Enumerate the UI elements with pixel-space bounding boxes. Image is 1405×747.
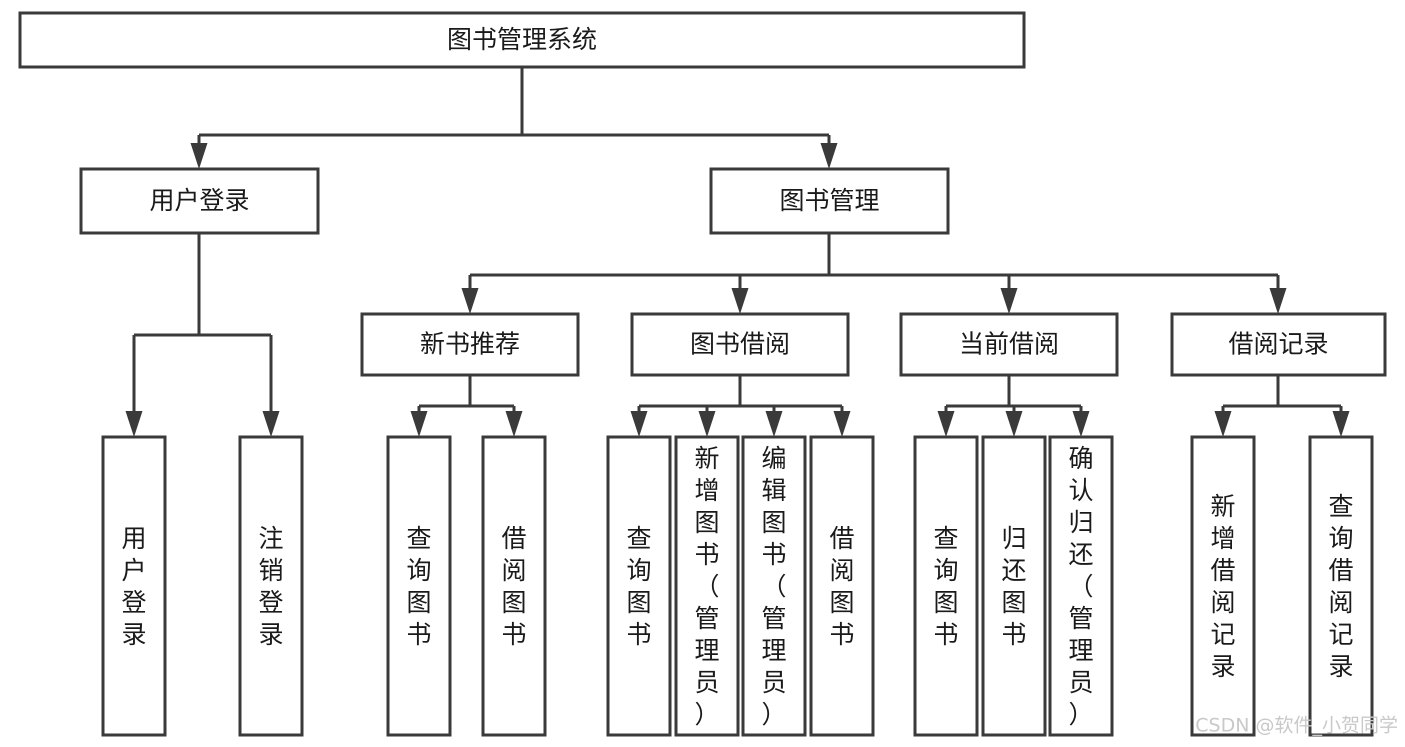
connector-borrow-to-leaves	[630, 375, 851, 437]
node-leaf-borrow-book[interactable]: 借阅图书	[809, 435, 875, 737]
connector-arrowhead	[698, 411, 716, 437]
node-box[interactable]	[1048, 435, 1114, 737]
connector-arrowhead	[1000, 288, 1018, 314]
node-label: 图书借阅	[690, 330, 790, 359]
node-box[interactable]	[101, 435, 167, 737]
node-book-manage[interactable]: 图书管理	[709, 167, 950, 235]
node-root[interactable]: 图书管理系统	[18, 11, 1026, 69]
node-box[interactable]	[606, 435, 672, 737]
node-label: 借阅图书	[829, 524, 854, 649]
node-label: 新增图书（管理员）	[694, 444, 719, 729]
node-label: 图书管理	[779, 186, 879, 215]
node-box[interactable]	[809, 435, 875, 737]
node-box[interactable]	[79, 167, 320, 235]
node-box[interactable]	[674, 435, 740, 737]
node-leaf-add-borrow-record[interactable]: 新增借阅记录	[1190, 435, 1256, 737]
node-label: 用户登录	[149, 186, 249, 215]
connector-root-to-level2	[190, 67, 838, 169]
node-leaf-return-book[interactable]: 归还图书	[981, 435, 1047, 737]
connector-arrowhead	[820, 143, 838, 169]
node-book-borrow[interactable]: 图书借阅	[630, 312, 850, 377]
node-box[interactable]	[386, 435, 452, 737]
connector-user-login-to-leaves	[125, 233, 280, 437]
node-box[interactable]	[481, 435, 547, 737]
node-box[interactable]	[360, 312, 580, 377]
connector-arrowhead	[1214, 411, 1232, 437]
node-label: 借阅图书	[501, 524, 526, 649]
connector-arrowhead	[505, 411, 523, 437]
connector-book-manage-to-level3	[461, 233, 1287, 314]
connector-arrowhead	[410, 411, 428, 437]
node-leaf-query-book-recommend[interactable]: 查询图书	[386, 435, 452, 737]
node-box[interactable]	[709, 167, 950, 235]
connector-arrowhead	[190, 143, 208, 169]
node-layer: 图书管理系统用户登录图书管理新书推荐图书借阅当前借阅借阅记录用户登录注销登录查询…	[18, 11, 1387, 737]
connector-arrowhead	[833, 411, 851, 437]
node-label: 当前借阅	[959, 330, 1059, 359]
connector-arrowhead	[125, 411, 143, 437]
node-label: 查询借阅记录	[1328, 492, 1353, 681]
node-current-borrow[interactable]: 当前借阅	[899, 312, 1119, 377]
node-label: 新增借阅记录	[1210, 492, 1235, 681]
node-label: 查询图书	[933, 524, 958, 649]
connector-layer	[125, 67, 1350, 437]
node-label: 确认归还（管理员）	[1068, 444, 1093, 729]
node-box[interactable]	[1308, 435, 1374, 737]
connector-arrowhead	[731, 288, 749, 314]
node-leaf-user-logout[interactable]: 注销登录	[238, 435, 304, 737]
node-label: 编辑图书（管理员）	[761, 444, 786, 729]
node-new-book-recommend[interactable]: 新书推荐	[360, 312, 580, 377]
node-box[interactable]	[238, 435, 304, 737]
connector-arrowhead	[262, 411, 280, 437]
node-box[interactable]	[1190, 435, 1256, 737]
node-box[interactable]	[1170, 312, 1387, 377]
node-label: 归还图书	[1001, 524, 1026, 649]
connector-arrowhead	[1269, 288, 1287, 314]
connector-arrowhead	[937, 411, 955, 437]
node-borrow-record[interactable]: 借阅记录	[1170, 312, 1387, 377]
node-box[interactable]	[630, 312, 850, 377]
node-box[interactable]	[741, 435, 807, 737]
connector-arrowhead	[1005, 411, 1023, 437]
node-label: 图书管理系统	[447, 25, 597, 54]
node-label: 查询图书	[406, 524, 431, 649]
node-label: 查询图书	[626, 524, 651, 649]
node-leaf-add-book-admin[interactable]: 新增图书（管理员）	[674, 435, 740, 737]
node-leaf-user-login[interactable]: 用户登录	[101, 435, 167, 737]
node-leaf-borrow-book-recommend[interactable]: 借阅图书	[481, 435, 547, 737]
node-box[interactable]	[899, 312, 1119, 377]
node-leaf-query-borrow-record[interactable]: 查询借阅记录	[1308, 435, 1374, 737]
connector-record-to-leaves	[1214, 375, 1350, 437]
connector-current-to-leaves	[937, 375, 1090, 437]
node-label: 借阅记录	[1228, 330, 1328, 359]
node-box[interactable]	[913, 435, 979, 737]
connector-recommend-to-leaves	[410, 375, 523, 437]
node-box[interactable]	[981, 435, 1047, 737]
node-box[interactable]	[18, 11, 1026, 69]
connector-arrowhead	[1072, 411, 1090, 437]
node-user-login[interactable]: 用户登录	[79, 167, 320, 235]
node-leaf-query-book-borrow[interactable]: 查询图书	[606, 435, 672, 737]
node-leaf-confirm-return-admin[interactable]: 确认归还（管理员）	[1048, 435, 1114, 737]
connector-arrowhead	[461, 288, 479, 314]
node-leaf-edit-book-admin[interactable]: 编辑图书（管理员）	[741, 435, 807, 737]
connector-arrowhead	[630, 411, 648, 437]
connector-arrowhead	[765, 411, 783, 437]
node-label: 注销登录	[258, 524, 283, 649]
csdn-watermark: CSDN @软件_小贺同学	[1195, 715, 1398, 737]
node-label: 用户登录	[121, 524, 146, 649]
node-label: 新书推荐	[420, 330, 520, 359]
connector-arrowhead	[1332, 411, 1350, 437]
node-leaf-query-book-current[interactable]: 查询图书	[913, 435, 979, 737]
